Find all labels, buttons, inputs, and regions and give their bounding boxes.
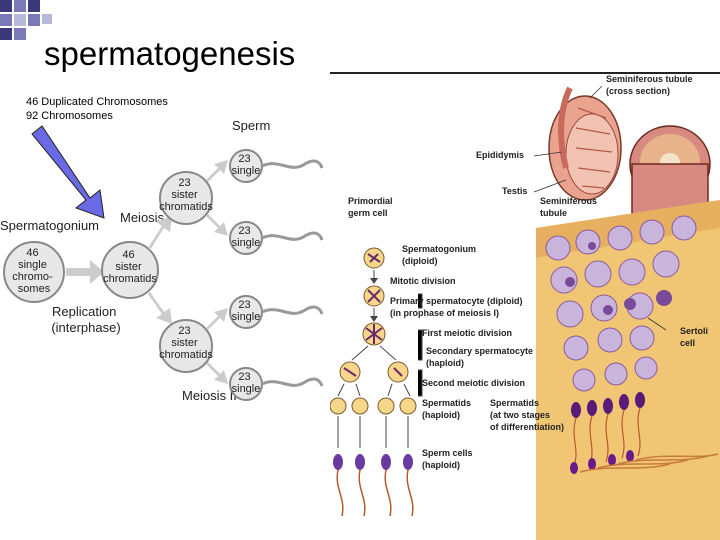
label-primordial: Primordial germ cell: [348, 196, 395, 218]
title-underline: [330, 72, 720, 74]
spermatogonium-label: Spermatogonium: [0, 218, 99, 233]
testis-drawing: [548, 86, 622, 201]
meiosis-1-arrow-up: [148, 216, 172, 250]
svg-text:23 single: 23 single: [232, 371, 261, 395]
annotation-arrow: [31, 125, 105, 219]
sperm-3-text: single: [232, 311, 261, 323]
meiosis-2-arrow-3: [206, 308, 228, 330]
label-epididymis: Epididymis: [476, 150, 524, 160]
secondary-top-count: 23: [178, 177, 190, 189]
secondary-cell-top: [159, 171, 213, 225]
svg-text:23 single: 23 single: [232, 153, 261, 177]
spermatogonium-text-3: somes: [18, 283, 51, 295]
svg-text:46 single chromo-: 46 single chromo- somes: [12, 247, 55, 295]
decorative-squares: [0, 0, 52, 40]
secondary-bottom-count: 23: [178, 325, 190, 337]
sperm-cell-3: 23 single: [229, 295, 324, 329]
sperm-4-text: single: [232, 383, 261, 395]
label-spermatids: Spermatids (haploid): [422, 398, 474, 420]
svg-text:23 sister chromatids: 23 sister chromatids: [159, 325, 213, 361]
secondary-top-text-2: chromatids: [159, 201, 213, 213]
spermatogonium-cell: [3, 241, 65, 303]
meiosis-1-arrow-down: [148, 292, 172, 324]
secondary-bottom-text-1: sister: [171, 337, 198, 349]
spermatogenesis-illustration: Seminiferous tubule (cross section) Epid…: [330, 74, 720, 540]
page-title: spermatogenesis: [44, 35, 296, 72]
sperm-2-count: 23: [238, 225, 250, 237]
label-seminiferous-tubule: Seminiferous tubule: [540, 196, 600, 218]
replication-label-1: Replication: [52, 304, 116, 319]
label-mitotic: Mitotic division: [390, 276, 456, 286]
label-primary-spermatocyte: Primary spermatocyte (diploid) (in proph…: [390, 296, 525, 318]
spermatogonium-text-2: chromo-: [12, 271, 53, 283]
note-line-2: 92 Chromosomes: [26, 110, 113, 122]
secondary-top-text-1: sister: [171, 189, 198, 201]
meiosis-2-arrow-1: [206, 160, 228, 182]
svg-text:Replication (interphase): Replication (interphase): [51, 304, 120, 335]
primary-text-2: chromatids: [103, 273, 157, 285]
label-first-meiotic: First meiotic division: [422, 328, 512, 338]
sperm-cell-1: 23 single: [229, 149, 324, 183]
secondary-cell-bottom: [159, 319, 213, 373]
svg-text:46 sister chromatids: 46 sister chromatids: [103, 249, 157, 285]
note-line-1: 46 Duplicated Chromosomes: [26, 96, 168, 108]
meiosis-2-label: Meiosis II: [182, 388, 237, 403]
label-seminiferous-cross: Seminiferous tubule (cross section): [606, 74, 695, 96]
replication-label-2: (interphase): [51, 320, 120, 335]
sperm-3-count: 23: [238, 299, 250, 311]
primary-count: 46: [122, 249, 134, 261]
spermatogonium-count: 46: [26, 247, 38, 259]
primary-text-1: sister: [115, 261, 142, 273]
label-spermatids-stages: Spermatids (at two stages of differentia…: [490, 398, 564, 432]
spermatogonium-text-1: single: [18, 259, 47, 271]
label-spermatogonium: Spermatogonium (diploid): [402, 244, 479, 266]
label-secondary-spermatocyte: Secondary spermatocyte (haploid): [426, 346, 536, 368]
primary-cell: [101, 241, 159, 299]
sperm-label: Sperm: [232, 118, 270, 133]
sperm-2-text: single: [232, 237, 261, 249]
label-sertoli: Sertoli cell: [680, 326, 711, 348]
meiosis-2-arrow-4: [206, 362, 228, 384]
chromosome-count-diagram: Spermatogonium 46 single chromo- somes R…: [0, 118, 324, 403]
label-testis: Testis: [502, 186, 527, 196]
label-sperm-cells: Sperm cells (haploid): [422, 448, 475, 470]
sperm-cell-4: 23 single: [229, 367, 324, 401]
cell-lineage: [330, 247, 417, 517]
meiosis-2-arrow-2: [206, 214, 228, 236]
svg-text:23 sister chromatids: 23 sister chromatids: [159, 177, 213, 213]
sperm-4-count: 23: [238, 371, 250, 383]
sperm-cell-2: 23 single: [229, 221, 324, 255]
label-second-meiotic: Second meiotic division: [422, 378, 525, 388]
sperm-1-text: single: [232, 165, 261, 177]
replication-arrow: [66, 260, 104, 284]
svg-text:23 single: 23 single: [232, 299, 261, 323]
svg-text:23 single: 23 single: [232, 225, 261, 249]
tissue-panel: [536, 200, 720, 540]
secondary-bottom-text-2: chromatids: [159, 349, 213, 361]
sperm-1-count: 23: [238, 153, 250, 165]
